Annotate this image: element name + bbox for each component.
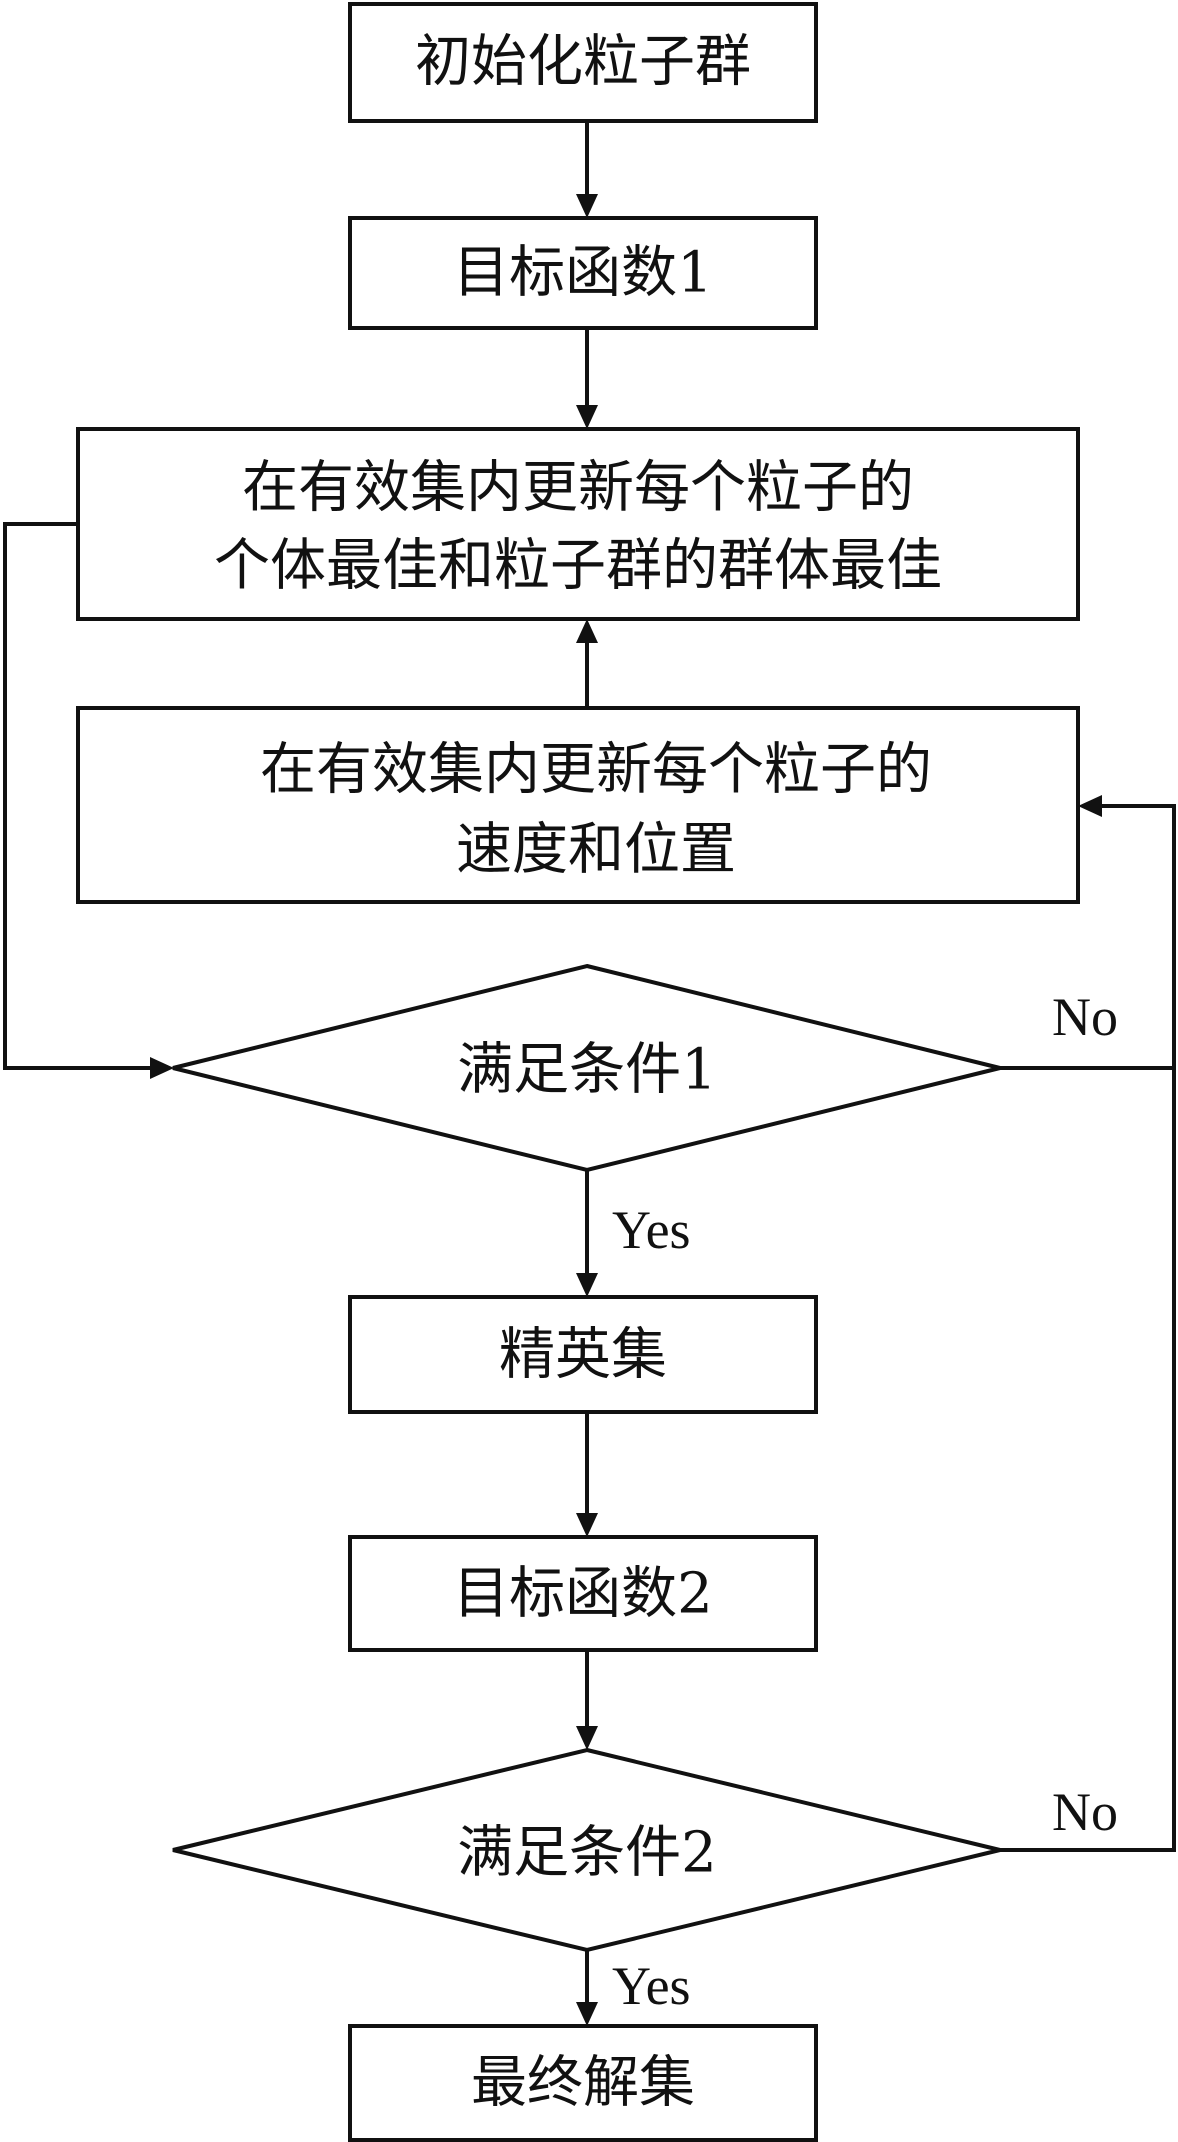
elite-set-box (348, 1295, 818, 1414)
condition-1-label: 满足条件1 (457, 1038, 717, 1103)
arrowhead-update-best-from-below (576, 619, 598, 643)
objective-1-label: 目标函数1 (453, 241, 713, 306)
update-velocity-box (76, 706, 1080, 904)
condition-2-label: 满足条件2 (457, 1821, 717, 1886)
arrowhead-update-best (576, 405, 598, 429)
update-velocity-label-line2: 速度和位置 (456, 818, 736, 883)
final-solution-box (348, 2024, 818, 2142)
arrowhead-final-solution (576, 2002, 598, 2026)
objective-2-label: 目标函数2 (453, 1562, 713, 1627)
update-best-label-line1: 在有效集内更新每个粒子的 (242, 456, 914, 521)
arrowhead-condition1 (150, 1057, 174, 1079)
update-best-box (76, 427, 1080, 621)
edge-condition2-no (1000, 1068, 1176, 1852)
condition-1-no-label: No (1052, 987, 1118, 1047)
arrowhead-condition2 (576, 1726, 598, 1750)
arrowhead-objective1 (576, 194, 598, 218)
objective-2-box (348, 1535, 818, 1652)
arrowhead-objective2 (576, 1513, 598, 1537)
update-velocity-label-line1: 在有效集内更新每个粒子的 (260, 738, 932, 803)
condition-2-yes-label: Yes (612, 1956, 691, 2016)
edge-update-best-to-condition1 (3, 522, 152, 1070)
final-solution-label: 最终解集 (471, 2051, 695, 2116)
init-swarm-box (348, 2, 818, 123)
update-best-label-line2: 个体最佳和粒子群的群体最佳 (214, 534, 942, 599)
arrowhead-velocity-from-c1 (1078, 795, 1102, 817)
condition-2-no-label: No (1052, 1782, 1118, 1842)
condition-1-yes-label: Yes (612, 1200, 691, 1260)
edge-condition1-no (1000, 804, 1176, 1070)
init-swarm-label: 初始化粒子群 (415, 30, 751, 95)
arrowhead-elite-set (576, 1273, 598, 1297)
elite-set-label: 精英集 (499, 1323, 667, 1388)
objective-1-box (348, 216, 818, 330)
